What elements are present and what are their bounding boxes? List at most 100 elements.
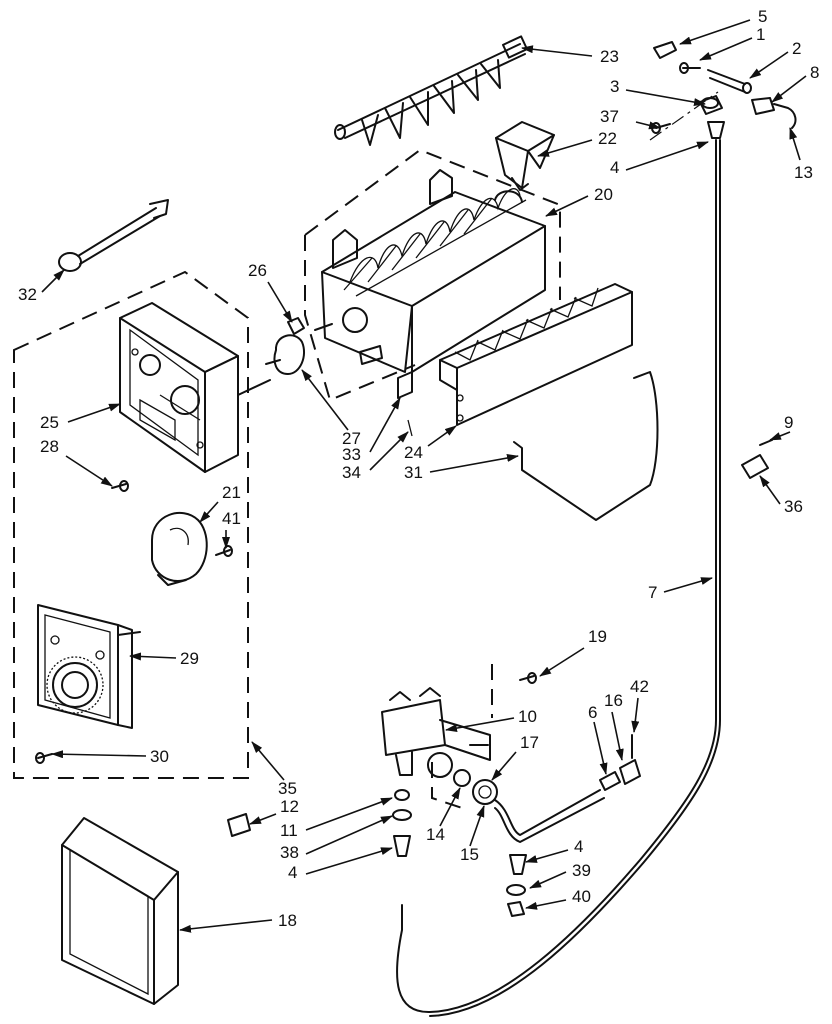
callout-leader-24 (427, 425, 457, 447)
ice-stripper (439, 283, 633, 426)
callout-label-8: 8 (810, 63, 819, 82)
callout-label-21: 21 (222, 483, 241, 502)
valve-hardware (227, 789, 527, 917)
callout-label-32: 32 (18, 285, 37, 304)
callout-leader-36 (759, 475, 781, 505)
callout-leader-17 (491, 751, 517, 781)
callout-leader-37 (635, 121, 661, 130)
callout-leader-2 (749, 51, 789, 79)
callout-label-42: 42 (630, 677, 649, 696)
shut-off-arm (513, 371, 659, 521)
assembly-20-dashed-outline (304, 148, 561, 402)
fill-cup (495, 121, 555, 191)
shut-off-arm-bearing (265, 317, 306, 375)
callout-leader-28 (65, 455, 113, 487)
callout-label-9: 9 (784, 413, 793, 432)
callout-leader-35 (251, 741, 285, 781)
callout-label-16: 16 (604, 691, 623, 710)
callout-leader-11 (305, 797, 393, 831)
mounting-clip (397, 371, 413, 437)
fill-fittings (649, 41, 797, 141)
callout-label-33: 33 (342, 445, 361, 464)
callout-label-28: 28 (40, 437, 59, 456)
callout-leader-16 (611, 711, 624, 761)
callout-leader-1 (699, 37, 753, 61)
callout-leader-34 (369, 431, 409, 471)
callout-leader-10 (445, 717, 515, 733)
thermostat (58, 199, 169, 272)
callout-label-27: 27 (342, 429, 361, 448)
callout-label-10: 10 (518, 707, 537, 726)
callout-leader-20 (545, 195, 589, 217)
callout-leader-38 (305, 815, 393, 855)
callout-label-12: 12 (280, 797, 299, 816)
tube-connector (599, 734, 641, 791)
motor (151, 511, 208, 586)
callout-leader-27 (301, 369, 349, 431)
callout-leader-26 (267, 281, 293, 323)
assembly-35-dashed-outline (13, 270, 249, 779)
callout-label-7: 7 (648, 583, 657, 602)
callout-leader-9 (769, 431, 791, 441)
callout-leader-6 (593, 721, 608, 775)
callout-leader-3 (625, 89, 706, 107)
front-cover (61, 817, 179, 1005)
callout-label-14: 14 (426, 825, 445, 844)
callout-leader-8 (771, 75, 807, 103)
water-fill-tube (396, 139, 721, 1017)
callout-leader-21 (199, 501, 219, 523)
callout-label-25: 25 (40, 413, 59, 432)
callout-leader-25 (67, 403, 121, 423)
callout-label-3: 3 (610, 77, 619, 96)
callout-label-34: 34 (342, 463, 361, 482)
mounting-plate (37, 604, 141, 729)
callout-label-17: 17 (520, 733, 539, 752)
callout-leader-31 (429, 454, 519, 473)
screws (35, 480, 537, 764)
callout-label-4c: 4 (574, 837, 583, 856)
callout-label-20: 20 (594, 185, 613, 204)
callout-leader-42 (631, 697, 640, 733)
callout-label-19: 19 (588, 627, 607, 646)
callout-leader-7 (663, 577, 713, 593)
callout-label-6: 6 (588, 703, 597, 722)
callout-leader-15 (469, 805, 485, 847)
water-valve (381, 687, 491, 778)
callout-leader-39 (529, 871, 567, 889)
ejector-shaft (334, 35, 529, 146)
callout-label-39: 39 (572, 861, 591, 880)
callout-label-18: 18 (278, 911, 297, 930)
callout-leader-22 (537, 139, 593, 157)
callout-leader-4b (305, 847, 393, 875)
callout-leader-40 (525, 899, 567, 910)
callout-label-1: 1 (756, 25, 765, 44)
callout-label-38: 38 (280, 843, 299, 862)
callout-label-15: 15 (460, 845, 479, 864)
callout-leaders (41, 19, 807, 933)
callout-label-13: 13 (794, 163, 813, 182)
callout-label-5: 5 (758, 7, 767, 26)
callout-leader-12 (249, 813, 277, 825)
callout-label-24: 24 (404, 443, 423, 462)
callout-label-29: 29 (180, 649, 199, 668)
callout-leader-5 (679, 19, 751, 45)
callout-label-40: 40 (572, 887, 591, 906)
callout-label-35: 35 (278, 779, 297, 798)
callout-label-30: 30 (150, 747, 169, 766)
callout-label-41: 41 (222, 509, 241, 528)
callout-label-4a: 4 (610, 158, 619, 177)
callout-leader-29 (129, 652, 177, 661)
callout-leader-13 (789, 127, 801, 161)
callout-label-36: 36 (784, 497, 803, 516)
callout-label-31: 31 (404, 463, 423, 482)
callout-leader-14 (439, 787, 461, 827)
callout-label-11: 11 (280, 821, 298, 840)
callout-leader-4a (625, 141, 709, 171)
tube-clamp (741, 439, 773, 479)
inlet-fittings (453, 769, 605, 843)
callout-leader-32 (41, 269, 65, 293)
motor-housing (119, 302, 271, 473)
callout-leader-19 (539, 647, 585, 677)
